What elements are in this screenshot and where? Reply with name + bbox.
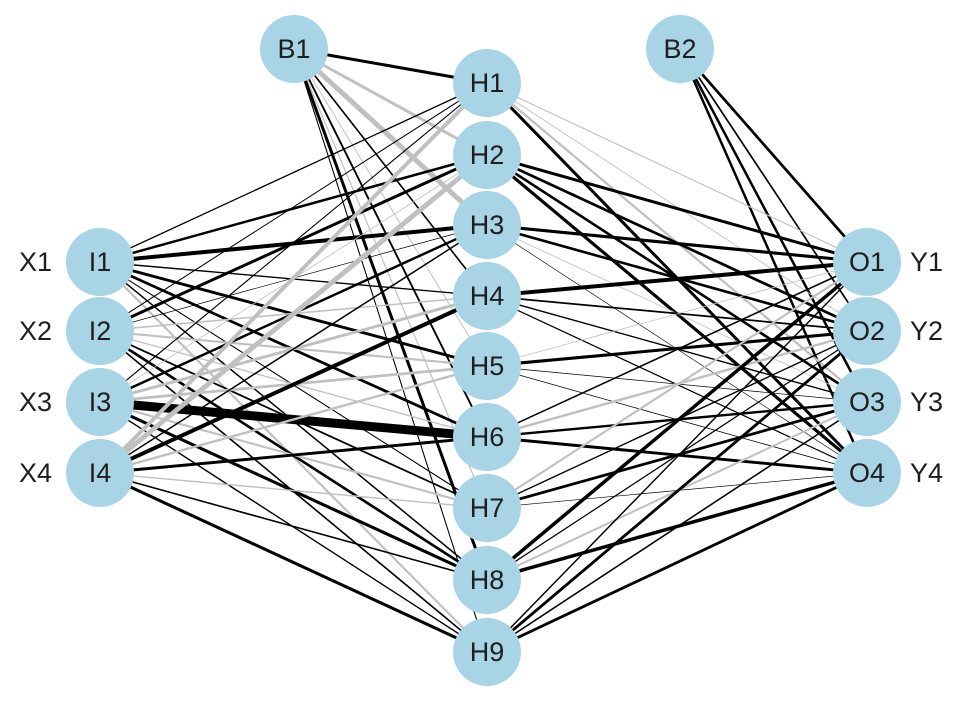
connection-b2-o1 <box>678 47 869 264</box>
connection-i4-h4 <box>98 294 489 475</box>
connection-h5-o1 <box>486 261 868 367</box>
hidden-node-label: H8 <box>470 565 505 595</box>
hidden-node-h5: H5 <box>453 332 521 400</box>
connection-h1-o1 <box>486 82 868 263</box>
hidden-node-h1: H1 <box>453 49 521 117</box>
connection-b1-h9 <box>293 48 488 653</box>
connection-b1-h2 <box>292 47 489 157</box>
hidden-node-label: H9 <box>470 637 505 667</box>
connection-h8-o1 <box>485 260 869 582</box>
hidden-node-h8: H8 <box>453 546 521 614</box>
input-node-i4: I4 <box>66 439 134 507</box>
connection-i4-h9 <box>98 471 489 654</box>
connection-i4-h7 <box>99 472 488 509</box>
output-node-o3: O3 <box>833 368 901 436</box>
hidden-node-label: H1 <box>470 68 505 98</box>
connection-b1-h4 <box>293 48 488 297</box>
bias-node-b1: B1 <box>260 15 328 83</box>
hidden-node-h7: H7 <box>453 474 521 542</box>
bias-node-label: B2 <box>663 34 696 64</box>
hidden-node-label: H3 <box>470 210 505 240</box>
connection-i2-h1 <box>99 82 488 332</box>
connection-i4-h5 <box>98 364 489 475</box>
connection-h5-o2 <box>485 329 869 368</box>
connection-h6-o1 <box>486 261 868 438</box>
output-node-o2: O2 <box>833 297 901 365</box>
connection-i4-h8 <box>99 472 488 581</box>
connection-h9-o4 <box>485 471 869 654</box>
output-node-o1: O1 <box>833 228 901 296</box>
hidden-node-label: H5 <box>470 351 505 381</box>
connection-h4-o2 <box>486 295 868 332</box>
connection-h9-o1 <box>486 261 868 653</box>
hidden-node-h3: H3 <box>453 191 521 259</box>
input-label-x2: X2 <box>19 316 52 346</box>
connection-h4-o1 <box>485 260 869 298</box>
input-label-x3: X3 <box>19 387 52 417</box>
input-labels: X1 X2 X3 X4 <box>19 247 52 488</box>
input-label-x1: X1 <box>19 247 52 277</box>
output-node-label: O4 <box>849 458 885 488</box>
node-layer: B1 B2 I1 I2 I3 I4 H1 H2 <box>66 15 901 686</box>
input-node-i3: I3 <box>66 368 134 436</box>
output-node-label: O2 <box>849 316 885 346</box>
output-label-y4: Y4 <box>910 458 943 488</box>
output-node-label: O3 <box>849 387 885 417</box>
bias-node-b2: B2 <box>646 15 714 83</box>
connection-i3-h1 <box>99 82 488 403</box>
output-label-y1: Y1 <box>910 247 943 277</box>
connection-i1-h1 <box>99 82 488 263</box>
input-node-i1: I1 <box>66 228 134 296</box>
output-node-label: O1 <box>849 247 885 277</box>
connection-h3-o1 <box>485 223 869 264</box>
connection-b1-h3 <box>291 46 490 228</box>
connection-h9-o2 <box>485 329 869 654</box>
connection-layer <box>95 46 869 654</box>
connection-i4-h6 <box>98 435 489 475</box>
hidden-node-h4: H4 <box>453 262 521 330</box>
output-node-o4: O4 <box>833 439 901 507</box>
input-label-x4: X4 <box>19 458 52 488</box>
bias-node-label: B1 <box>277 34 310 64</box>
connection-h2-o1 <box>485 153 869 264</box>
output-label-y3: Y3 <box>910 387 943 417</box>
input-node-label: I1 <box>89 247 112 277</box>
connection-h9-o3 <box>486 401 868 653</box>
connection-h8-o2 <box>486 330 868 581</box>
input-node-label: I3 <box>89 387 112 417</box>
connection-i4-h3 <box>99 224 488 474</box>
hidden-node-label: H6 <box>470 422 505 452</box>
hidden-node-h9: H9 <box>453 618 521 686</box>
connection-b1-h5 <box>293 48 488 367</box>
connection-h7-o1 <box>485 260 869 510</box>
connection-i4-h1 <box>98 81 489 475</box>
output-label-y2: Y2 <box>910 316 943 346</box>
connection-b1-h8 <box>292 47 489 582</box>
hidden-node-label: H4 <box>470 281 505 311</box>
hidden-node-label: H2 <box>470 140 505 170</box>
input-node-i2: I2 <box>66 297 134 365</box>
connection-i4-h2 <box>97 152 490 476</box>
input-node-label: I2 <box>89 316 112 346</box>
hidden-node-label: H7 <box>470 493 505 523</box>
input-node-label: I4 <box>89 458 112 488</box>
output-labels: Y1 Y2 Y3 Y4 <box>910 247 943 488</box>
hidden-node-h6: H6 <box>453 403 521 471</box>
connection-b2-o2 <box>679 48 868 332</box>
connection-i1-h2 <box>98 153 489 264</box>
hidden-node-h2: H2 <box>453 121 521 189</box>
